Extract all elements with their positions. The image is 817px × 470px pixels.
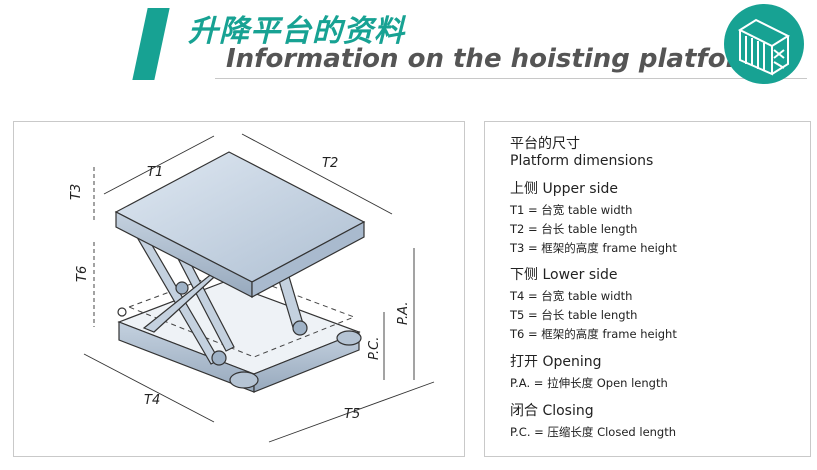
label-t2: T2 xyxy=(322,156,338,171)
legend-t4: T4 = 台宽 table width xyxy=(510,289,633,303)
legend-t5: T5 = 台长 table length xyxy=(510,308,638,322)
legend-heading-cn: 平台的尺寸 xyxy=(510,136,580,152)
opening-title: 打开 Opening xyxy=(510,354,602,370)
label-t6: T6 xyxy=(75,266,90,282)
legend-t1: T1 = 台宽 table width xyxy=(510,203,633,217)
legend-pa: P.A. = 拉伸长度 Open length xyxy=(510,376,668,390)
label-t1: T1 xyxy=(147,165,163,180)
legend-t3: T3 = 框架的高度 frame height xyxy=(510,241,677,255)
header-accent-stripe xyxy=(132,8,170,80)
legend-t6: T6 = 框架的高度 frame height xyxy=(510,327,677,341)
page-title-english: Information on the hoisting platform xyxy=(226,44,766,74)
lower-side-title: 下侧 Lower side xyxy=(510,267,618,283)
scissor-lift-logo-icon xyxy=(722,2,806,86)
lift-platform-diagram: T1 T2 T3 T6 T4 T5 P.A. P.C. xyxy=(13,121,465,457)
upper-side-title: 上侧 Upper side xyxy=(510,181,618,197)
closing-title: 闭合 Closing xyxy=(510,403,594,419)
legend-pc: P.C. = 压缩长度 Closed length xyxy=(510,425,677,439)
label-pc: P.C. xyxy=(367,337,382,360)
legend-heading-en: Platform dimensions xyxy=(510,153,654,169)
legend-t2: T2 = 台长 table length xyxy=(510,222,638,236)
dimension-legend-panel: 平台的尺寸 Platform dimensions 上侧 Upper side … xyxy=(484,121,811,457)
top-platform xyxy=(114,151,366,299)
base-frame xyxy=(117,281,362,393)
label-t5: T5 xyxy=(344,407,360,422)
label-pa: P.A. xyxy=(396,302,411,325)
header-divider xyxy=(215,78,807,79)
label-t3: T3 xyxy=(69,184,84,200)
page-title-chinese: 升降平台的资料 xyxy=(188,14,405,49)
label-t4: T4 xyxy=(144,393,160,408)
